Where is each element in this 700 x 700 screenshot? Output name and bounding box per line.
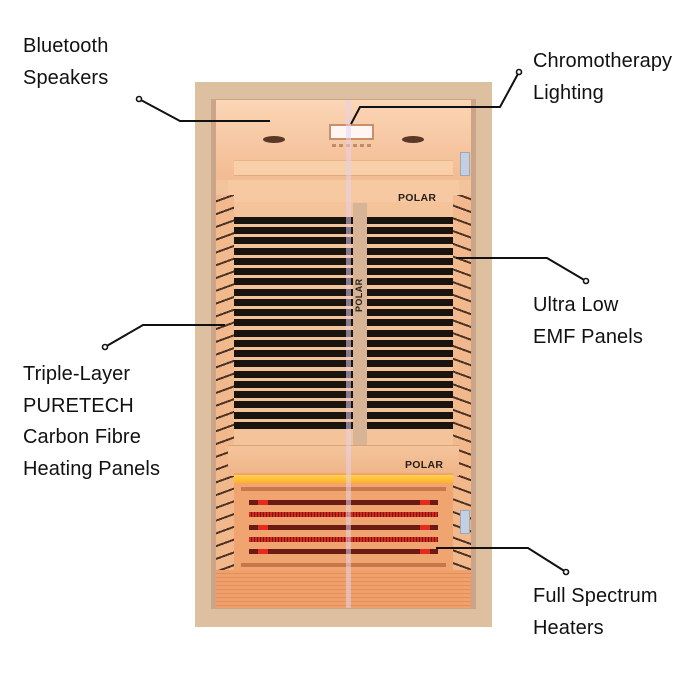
heater-tube bbox=[249, 537, 438, 542]
frame-edge-left bbox=[211, 99, 215, 609]
heater-end-right bbox=[420, 525, 430, 530]
frame-edge-right bbox=[472, 99, 476, 609]
carbon-panel-slat bbox=[234, 227, 453, 234]
ceiling bbox=[216, 100, 471, 180]
label-full-spectrum-heaters: Full Spectrum Heaters bbox=[533, 581, 658, 644]
label-line: Chromotherapy bbox=[533, 50, 673, 72]
callout-dot-icon bbox=[582, 277, 590, 285]
door-hinge-upper bbox=[460, 152, 470, 176]
carbon-panel-slat bbox=[234, 401, 453, 408]
callout-dot-icon bbox=[135, 95, 143, 103]
heater-shelf bbox=[241, 563, 446, 567]
carbon-panel-slat bbox=[234, 237, 453, 244]
heater-shelf bbox=[241, 487, 446, 491]
carbon-panel-slat bbox=[234, 340, 453, 347]
label-line: Full Spectrum bbox=[533, 585, 658, 607]
label-line: Triple-Layer bbox=[23, 363, 131, 385]
callout-dot-icon bbox=[515, 68, 523, 76]
glass-door-edge bbox=[346, 100, 351, 608]
heater-end-right bbox=[420, 549, 430, 554]
carbon-panel-slat bbox=[234, 371, 453, 378]
floor bbox=[216, 570, 471, 608]
carbon-panel-slat bbox=[234, 268, 453, 275]
heater-tube bbox=[249, 525, 438, 530]
label-line: Ultra Low bbox=[533, 294, 619, 316]
heater-end-left bbox=[258, 549, 268, 554]
heater-end-left bbox=[258, 525, 268, 530]
heater-end-right bbox=[420, 500, 430, 505]
sauna-interior: POLAR POLAR POLAR bbox=[215, 99, 472, 609]
heater-tube bbox=[249, 512, 438, 517]
callout-dot-icon bbox=[101, 343, 109, 351]
brand-logo-vertical: POLAR bbox=[354, 278, 364, 313]
label-line: Bluetooth bbox=[23, 35, 109, 57]
callout-dot-icon bbox=[562, 568, 570, 576]
sauna-cabin: POLAR POLAR POLAR bbox=[195, 82, 492, 627]
carbon-panel-slat bbox=[234, 217, 453, 224]
label-chromotherapy-lighting: Chromotherapy Lighting bbox=[533, 46, 672, 109]
carbon-panel-slat bbox=[234, 360, 453, 367]
ceiling-band bbox=[234, 160, 453, 176]
carbon-panel-slat bbox=[234, 299, 453, 306]
heater-tube bbox=[249, 549, 438, 554]
label-line: PURETECH bbox=[23, 394, 134, 417]
bench bbox=[228, 445, 459, 476]
carbon-panel-slat bbox=[234, 350, 453, 357]
side-panel-left bbox=[216, 195, 234, 595]
speaker-left-icon bbox=[263, 136, 285, 143]
heater-end-left bbox=[258, 500, 268, 505]
speaker-right-icon bbox=[402, 136, 424, 143]
label-line: Lighting bbox=[533, 81, 604, 104]
brand-logo-lower: POLAR bbox=[405, 459, 444, 471]
center-post bbox=[353, 203, 367, 458]
carbon-panel-slat bbox=[234, 391, 453, 398]
carbon-panel-slat bbox=[234, 258, 453, 265]
carbon-panel-slat bbox=[234, 422, 453, 429]
label-bluetooth-speakers: Bluetooth Speakers bbox=[23, 31, 108, 94]
heater-glow-strip bbox=[234, 475, 453, 483]
label-line: Carbon Fibre bbox=[23, 426, 141, 448]
carbon-panel-slat bbox=[234, 278, 453, 285]
door-hinge-lower bbox=[460, 510, 470, 534]
carbon-panel-slat bbox=[234, 319, 453, 326]
label-ultra-low-emf: Ultra Low EMF Panels bbox=[533, 290, 643, 353]
label-line: EMF Panels bbox=[533, 325, 643, 348]
carbon-panel-slat bbox=[234, 330, 453, 337]
label-carbon-fibre-panels: Triple-Layer PURETECH Carbon Fibre Heati… bbox=[23, 359, 160, 485]
carbon-panel-slat bbox=[234, 309, 453, 316]
label-line: Heating Panels bbox=[23, 457, 161, 480]
label-line: Heaters bbox=[533, 616, 604, 639]
chromotherapy-light-panel bbox=[329, 124, 374, 140]
carbon-panel-slat bbox=[234, 289, 453, 296]
carbon-panel-slat bbox=[234, 248, 453, 255]
heater-tube bbox=[249, 500, 438, 505]
control-buttons bbox=[332, 144, 374, 147]
carbon-panel-slat bbox=[234, 412, 453, 419]
brand-logo-upper: POLAR bbox=[398, 192, 437, 204]
carbon-panel-slat bbox=[234, 381, 453, 388]
side-panel-right bbox=[453, 195, 471, 595]
label-line: Speakers bbox=[23, 66, 109, 89]
